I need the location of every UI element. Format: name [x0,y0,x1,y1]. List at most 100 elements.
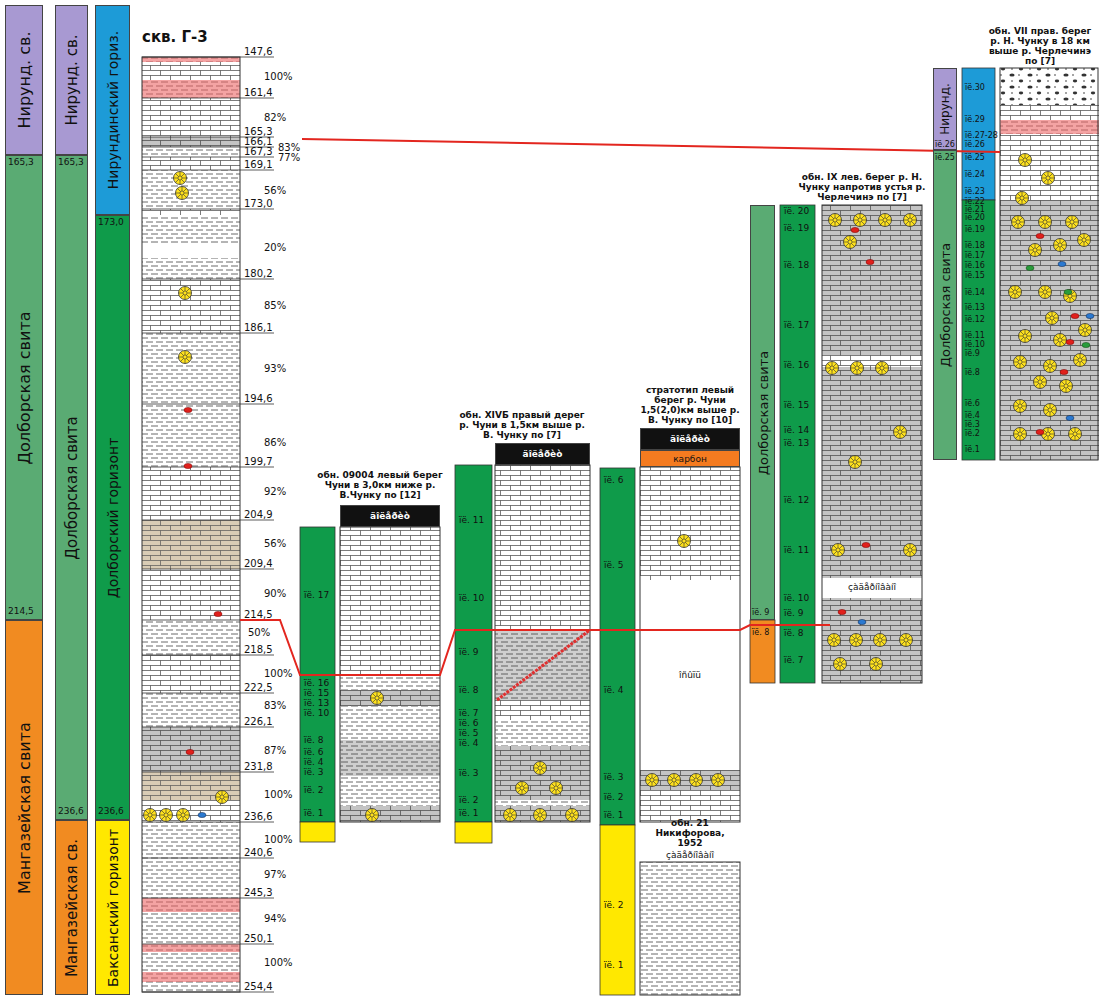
art-shape [142,972,240,982]
art-shape [1000,68,1099,105]
art-shape [1058,261,1066,266]
bed-label: ïë.11 [965,332,985,340]
bed-label: ïë. 7 [784,655,804,665]
depth-mark: 218,5 [244,644,273,655]
bed-label: ïë. 14 [784,425,809,435]
header-box: äîëåðèò [340,505,440,527]
art-shape [340,690,440,706]
depth-mark: 240,6 [244,847,273,858]
art-shape [142,520,240,569]
unit-name: Долборская свита [938,243,953,367]
art-shape [822,205,922,683]
art-shape [866,259,874,264]
section-title: обн. XIVБ правый дерег р. Чуни в 1,5км в… [457,410,587,440]
art-shape [142,157,240,170]
bed-label: ïë. 9 [459,647,479,657]
art-shape [142,800,240,822]
art-shape [495,806,590,822]
bed-label: ïë. 11 [459,515,484,525]
art-shape [780,205,815,683]
unit-name: Долборская свита [15,311,34,464]
art-shape [1054,334,1067,347]
art-shape [1082,342,1090,347]
percent-label: 93% [264,364,286,374]
art-shape [142,57,274,992]
art-shape [1078,234,1091,247]
percent-label: 85% [264,301,286,311]
boundary-depth: 165,3 [58,157,84,167]
bed-label: ïë.16 [965,262,985,270]
art-shape [455,465,492,822]
art-shape [1000,68,1098,460]
depth-mark: 147,6 [244,46,273,57]
art-shape [690,774,703,787]
bed-label: ïë. 18 [784,260,809,270]
art-shape [1000,200,1099,460]
bed-label: ïë. 9 [784,608,804,618]
bed-label: ïë.10 [965,341,985,349]
percent-label: 97% [264,870,286,880]
art-shape [1066,216,1079,229]
art-shape [198,812,206,817]
section-title: обн. VII прав. берег р. Н. Чунку в 18 км… [985,26,1095,66]
bed-label: ïë. 12 [784,495,809,505]
bed-label: ïë. 15 [784,400,809,410]
art-shape [495,465,590,630]
unit-name: Мангазейская свита [15,722,34,894]
art-shape [142,80,240,98]
bed-label: ïë. 20 [784,206,809,216]
art-shape [1016,192,1029,205]
bed-label: ïë. 11 [784,545,809,555]
art-shape [495,630,590,700]
unit-band: Долборская свита [55,155,88,820]
unit-band: Нирунд. св. [55,5,88,155]
bed-label: ïë. 1 [304,808,324,818]
bed-label: ïë.22 [965,198,985,206]
art-shape [184,407,192,412]
section-xivb [455,465,590,843]
art-shape [640,862,740,995]
art-shape [640,790,740,822]
bed-label: ïë.2 [965,430,980,438]
art-shape [712,774,725,787]
depth-mark: 204,9 [244,509,273,520]
art-shape [142,693,240,727]
note-label: çàäåðíîâàíî [666,850,714,861]
column-title: скв. Г-3 [142,28,208,46]
bed-label: ïë. 13 [304,698,329,708]
percent-label: 56% [264,186,286,196]
art-shape [302,139,1000,152]
header-box: äîëåðèò [495,443,590,465]
bed-label: ïë. 16 [304,678,329,688]
bed-label: ïë. 17 [304,590,329,600]
percent-label: 50% [248,628,270,638]
art-shape [1036,233,1044,238]
art-shape [142,57,240,62]
art-shape [371,692,384,705]
art-shape [1000,120,1099,134]
art-shape [142,982,240,992]
art-shape [534,809,547,822]
depth-mark: 165,3 [244,126,273,137]
bed-label: ïë. 5 [604,560,624,570]
bed-label: ïë. 5 [459,728,479,738]
unit-name: Долборская свита [63,416,81,560]
art-shape [1079,324,1092,337]
unit-band: Долборский горизонт [95,215,130,820]
bed-label: ïë.4 [965,412,980,420]
section-stratotype [600,467,740,995]
art-shape [1014,400,1027,413]
art-shape [750,620,775,683]
section-title: обн. 09004 левый берег Чуни в 3,0км ниже… [310,470,450,500]
art-shape [640,467,740,822]
art-shape [851,227,859,232]
art-shape [1060,380,1073,393]
art-shape [849,456,862,469]
bed-label: ïë.18 [965,242,985,250]
art-shape [1074,354,1087,367]
bed-label: ïë. 7 [459,708,479,718]
art-shape [495,700,590,720]
art-shape [1054,239,1067,252]
unit-band: Долборская свита [933,150,957,460]
boundary-depth: 173,0 [98,217,124,227]
